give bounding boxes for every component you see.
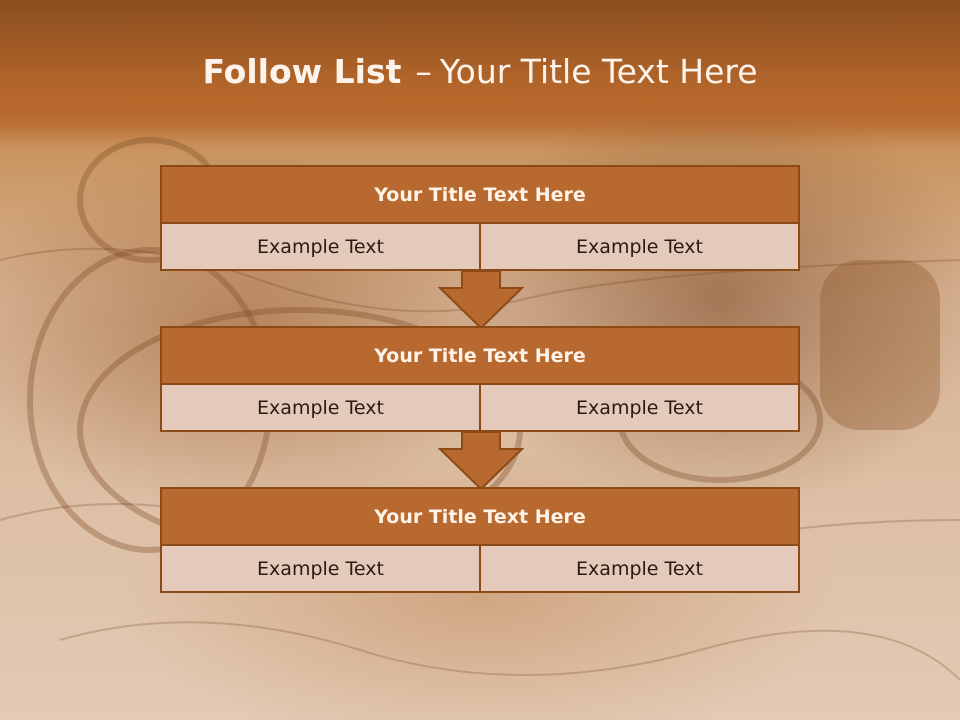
list-block-1: Your Title Text Here Example Text Exampl… <box>160 165 800 271</box>
down-arrow-icon <box>438 270 524 330</box>
list-block-cell-left: Example Text <box>162 385 479 430</box>
slide-title-rest: Your Title Text Here <box>439 52 758 91</box>
header-band <box>0 0 960 140</box>
list-block-title: Your Title Text Here <box>162 167 798 224</box>
slide-title-dash: – <box>415 52 432 91</box>
list-block-cell-left: Example Text <box>162 546 479 591</box>
list-block-title: Your Title Text Here <box>162 328 798 385</box>
slide-title-bold: Follow List <box>202 52 402 91</box>
list-block-row: Example Text Example Text <box>162 385 798 430</box>
down-arrow-icon <box>438 431 524 491</box>
slide-title: Follow List–Your Title Text Here <box>0 52 960 91</box>
list-block-cell-right: Example Text <box>479 224 798 269</box>
list-block-cell-right: Example Text <box>479 546 798 591</box>
list-block-title: Your Title Text Here <box>162 489 798 546</box>
list-block-row: Example Text Example Text <box>162 546 798 591</box>
list-block-cell-right: Example Text <box>479 385 798 430</box>
list-block-3: Your Title Text Here Example Text Exampl… <box>160 487 800 593</box>
list-block-2: Your Title Text Here Example Text Exampl… <box>160 326 800 432</box>
list-block-row: Example Text Example Text <box>162 224 798 269</box>
list-block-cell-left: Example Text <box>162 224 479 269</box>
